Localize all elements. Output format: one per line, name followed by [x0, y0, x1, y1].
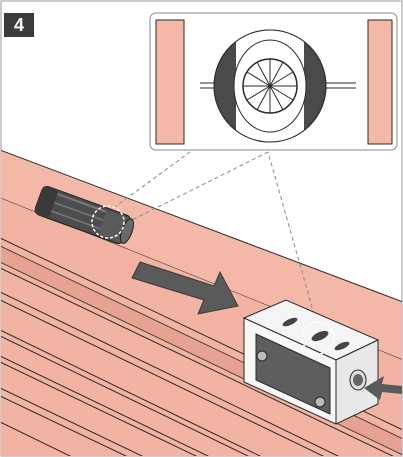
pin-callout-marker	[91, 205, 125, 239]
cylinder-pin	[34, 185, 134, 245]
step-number-badge: 4	[4, 13, 34, 37]
push-arrow-icon	[131, 261, 239, 315]
connector-block	[242, 299, 380, 425]
block-callout-marker	[301, 321, 335, 355]
zoom-inset	[149, 12, 398, 151]
callout-lines	[107, 151, 319, 329]
insert-arrow-icon	[364, 376, 402, 400]
